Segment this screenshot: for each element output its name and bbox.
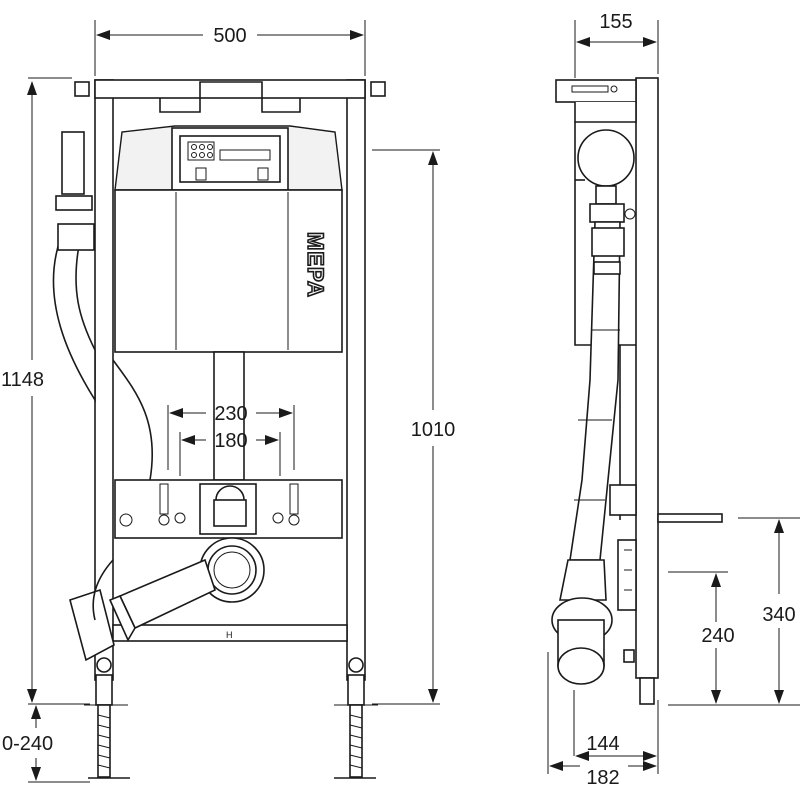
dim-front-width: 500 <box>213 25 246 47</box>
top-frame-rail <box>94 79 366 99</box>
side-drain-bend <box>559 559 607 601</box>
dim-spacing-outer: 230 <box>214 403 247 425</box>
right-frame-post <box>346 79 366 681</box>
dim-side-depth-top: 155 <box>599 11 632 33</box>
svg-text:H: H <box>226 630 233 640</box>
dim-side-depth-bottom-2: 182 <box>586 767 619 789</box>
cistern-body <box>114 189 343 353</box>
brand-logo: MEPA <box>303 232 328 298</box>
front-view: MEPA H <box>52 79 386 779</box>
drain-elbow <box>69 537 265 662</box>
dim-leg-adjust: 0-240 <box>2 733 53 755</box>
adjustable-feet <box>84 657 378 779</box>
dim-side-depth-bottom-1: 144 <box>586 733 619 755</box>
side-view <box>551 77 723 705</box>
dim-front-height: 1148 <box>1 369 44 391</box>
side-frame-post <box>635 77 659 679</box>
dim-frame-height: 1010 <box>411 419 456 441</box>
dim-side-height-1: 240 <box>701 625 734 647</box>
dim-side-height-2: 340 <box>762 604 795 626</box>
dim-spacing-inner: 180 <box>214 430 247 452</box>
bottom-frame-rail <box>112 624 348 642</box>
flush-pipe <box>52 239 96 403</box>
front-dimensions: 500 1148 0-240 1010 230 180 <box>1 20 456 783</box>
side-float <box>577 129 635 187</box>
side-dimensions: 155 340 240 144 182 <box>547 11 800 789</box>
